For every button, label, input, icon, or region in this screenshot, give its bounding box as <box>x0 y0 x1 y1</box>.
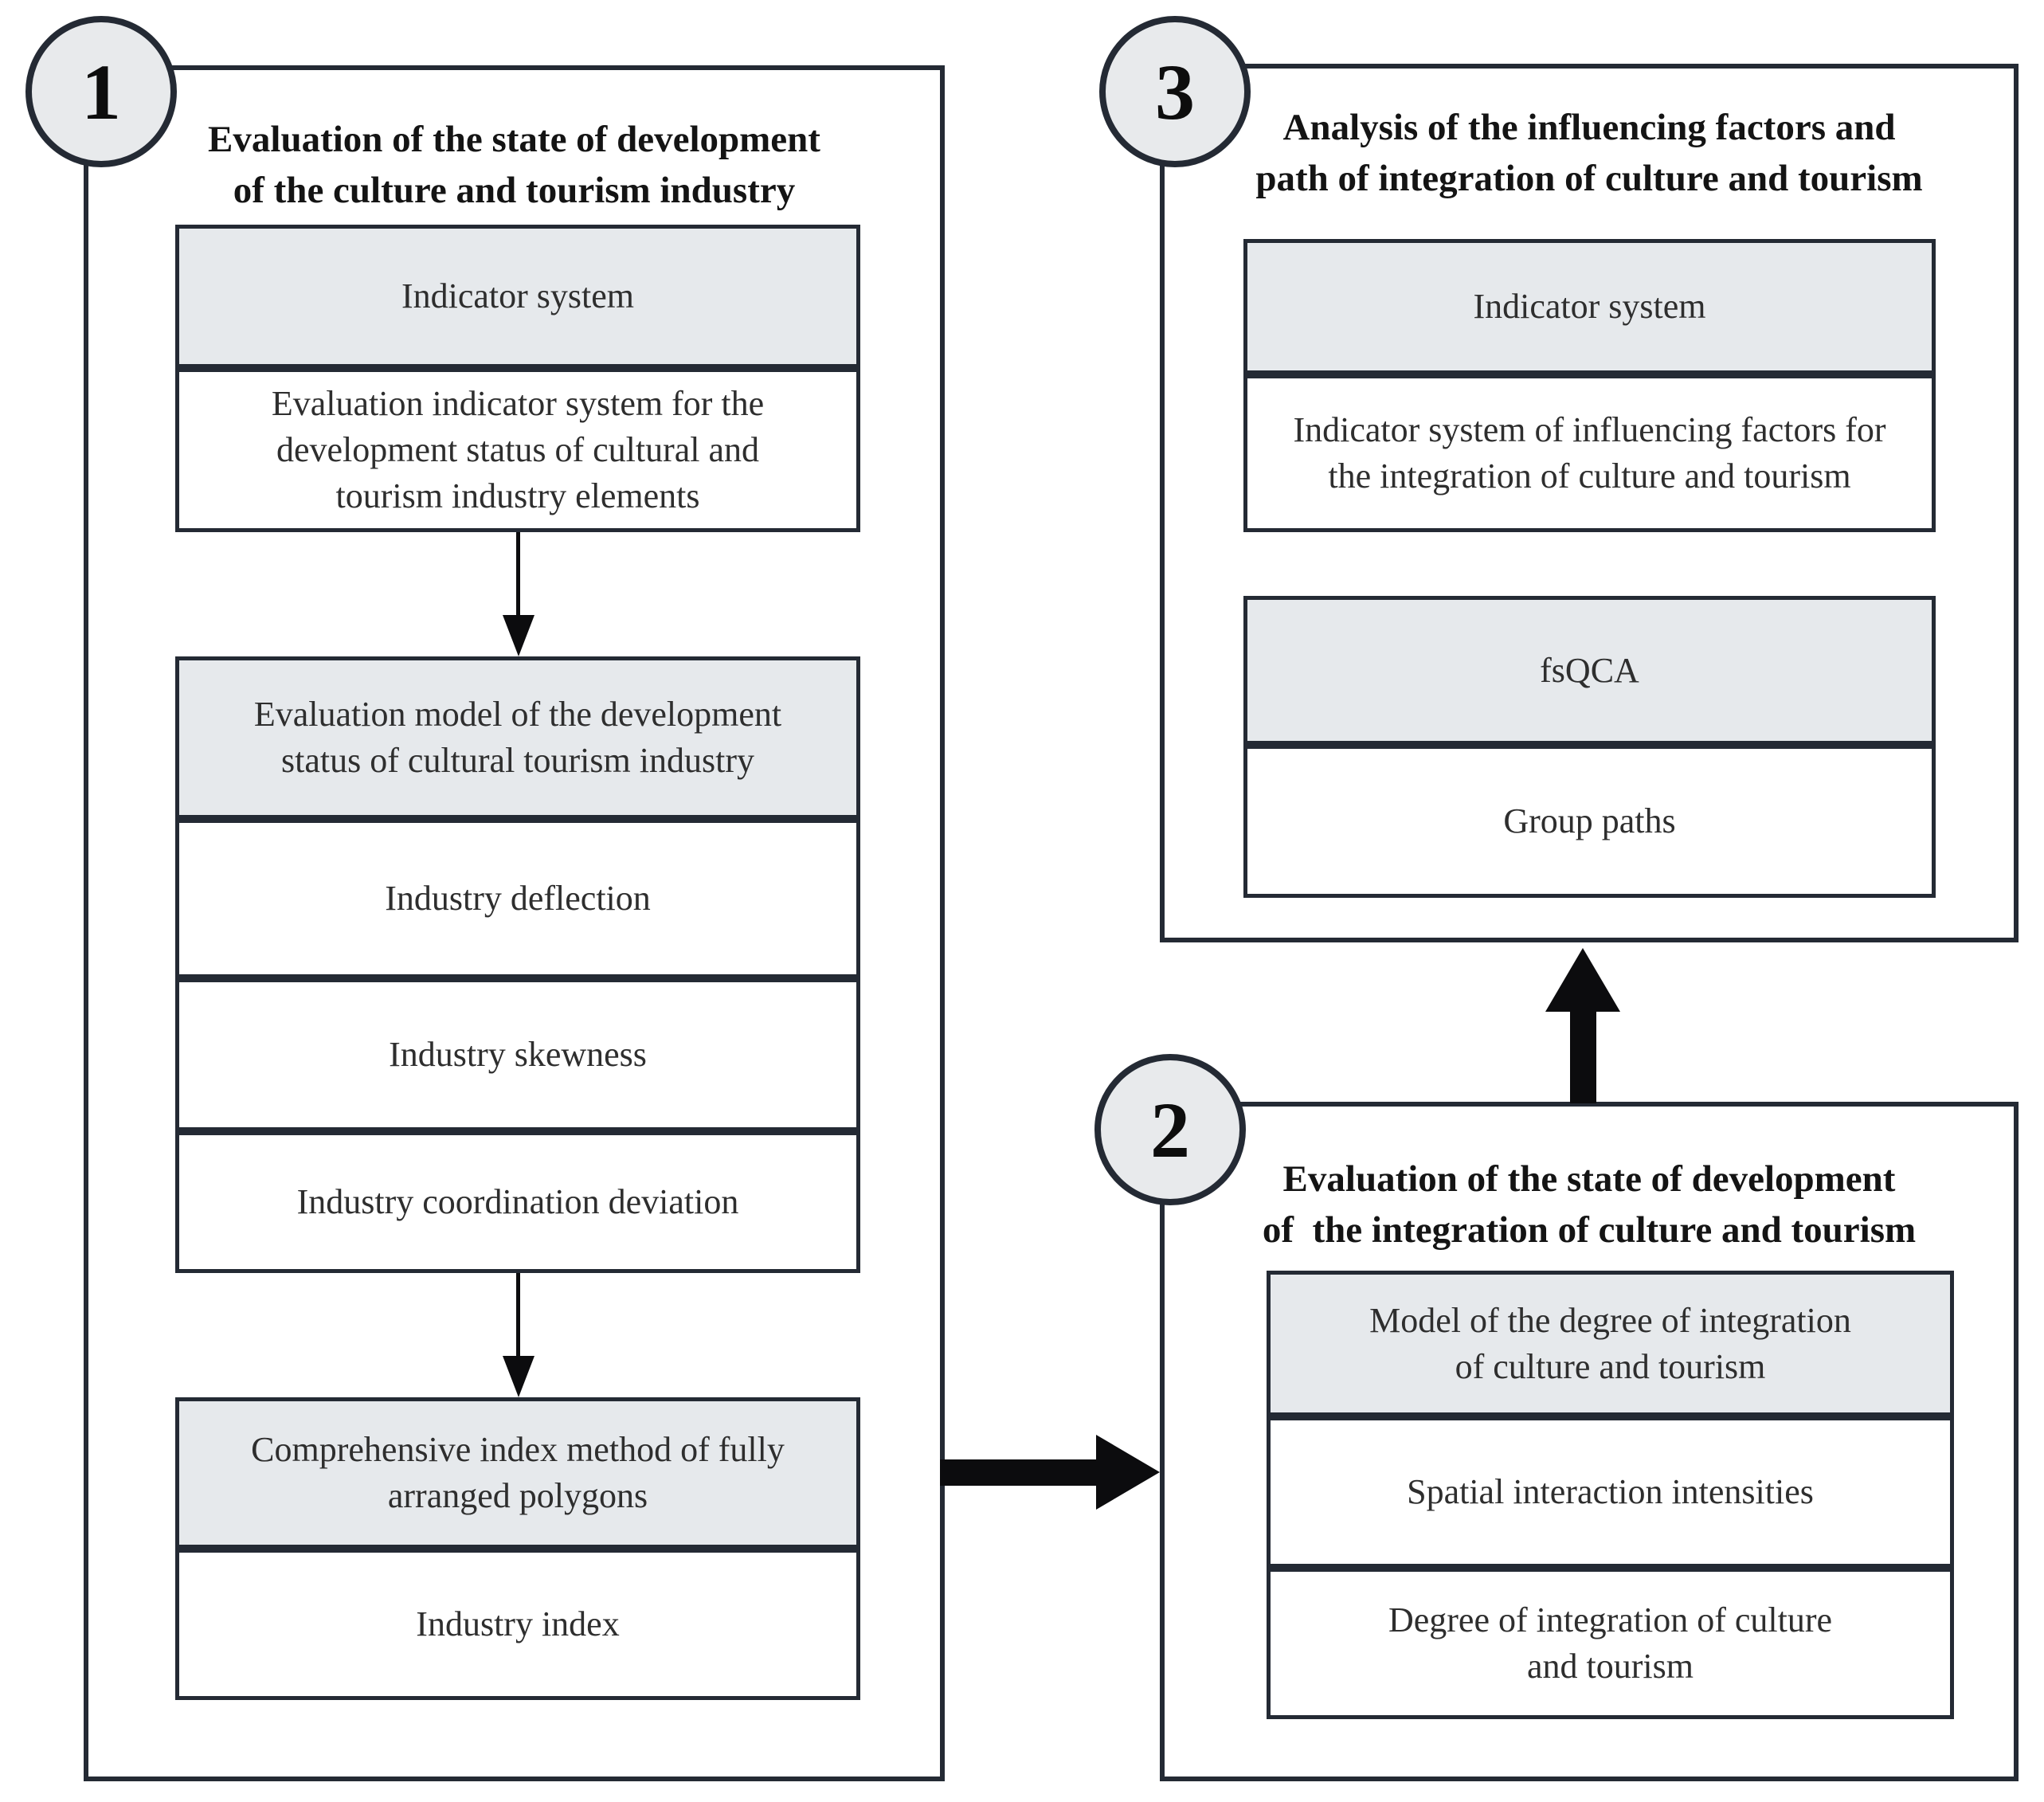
box-text: and tourism <box>1527 1647 1694 1686</box>
panel-2-title-line-2: of the integration of culture and touris… <box>1262 1209 1917 1251</box>
panel-3-title: Analysis of the influencing factors and … <box>1160 102 2019 204</box>
step-3-badge: 3 <box>1099 16 1251 167</box>
box-text: Evaluation indicator system for the <box>271 384 765 423</box>
box-text: status of cultural tourism industry <box>281 741 754 780</box>
box-text: Indicator system of influencing factors … <box>1293 410 1886 449</box>
box-text: Spatial interaction intensities <box>1407 1472 1814 1511</box>
panel-3-title-line-2: path of integration of culture and touri… <box>1255 158 1923 199</box>
box-text: Industry skewness <box>389 1035 647 1074</box>
panel-2-title-line-1: Evaluation of the state of development <box>1282 1158 1896 1200</box>
box-industry-deflection: Industry deflection <box>175 819 860 978</box>
box-text: Industry index <box>416 1604 620 1643</box>
right-arrow-head-icon <box>1096 1435 1160 1510</box>
box-group-paths: Group paths <box>1243 745 1936 898</box>
box-text: Degree of integration of culture <box>1388 1600 1833 1639</box>
box-indicator-system-3: Indicator system <box>1243 239 1936 374</box>
right-arrow-icon <box>940 1459 1098 1486</box>
box-text: Indicator system <box>1473 287 1706 326</box>
box-text: development status of cultural and <box>276 430 760 469</box>
box-text: Group paths <box>1503 801 1676 840</box>
down-arrow-head-icon <box>503 615 534 656</box>
step-2-badge: 2 <box>1094 1054 1246 1205</box>
box-text: arranged polygons <box>387 1476 648 1515</box>
box-degree-of-integration: Degree of integration of culture and tou… <box>1267 1568 1954 1719</box>
down-arrow-icon <box>516 1273 520 1359</box>
panel-1-title-line-2: of the culture and tourism industry <box>233 170 796 211</box>
up-arrow-icon <box>1570 1010 1596 1103</box>
box-indicator-system-1: Indicator system <box>175 225 860 368</box>
box-integration-degree-model: Model of the degree of integration of cu… <box>1267 1271 1954 1416</box>
box-influencing-factors-indicator-system: Indicator system of influencing factors … <box>1243 374 1936 532</box>
box-text: Industry deflection <box>385 879 651 918</box>
box-evaluation-model: Evaluation model of the development stat… <box>175 656 860 819</box>
box-industry-coordination-deviation: Industry coordination deviation <box>175 1131 860 1273</box>
step-1-badge: 1 <box>25 16 177 167</box>
box-comprehensive-index-method: Comprehensive index method of fully arra… <box>175 1397 860 1549</box>
box-text: the integration of culture and tourism <box>1328 456 1851 496</box>
box-text: Evaluation model of the development <box>253 695 782 734</box>
box-text: fsQCA <box>1540 650 1639 690</box>
box-text: Industry coordination deviation <box>296 1182 739 1221</box>
down-arrow-head-icon <box>503 1356 534 1397</box>
panel-2-title: Evaluation of the state of development o… <box>1160 1154 2019 1256</box>
box-industry-index: Industry index <box>175 1549 860 1700</box>
step-number: 3 <box>1155 47 1195 136</box>
box-text: of culture and tourism <box>1455 1346 1766 1386</box>
panel-1-title: Evaluation of the state of development o… <box>84 114 945 216</box>
panel-1-title-line-1: Evaluation of the state of development <box>208 119 820 160</box>
box-evaluation-indicator-system: Evaluation indicator system for the deve… <box>175 368 860 532</box>
panel-3-title-line-1: Analysis of the influencing factors and <box>1282 107 1896 148</box>
box-fsqca: fsQCA <box>1243 596 1936 745</box>
box-spatial-interaction-intensities: Spatial interaction intensities <box>1267 1416 1954 1568</box>
down-arrow-icon <box>516 532 520 620</box>
box-text: Model of the degree of integration <box>1369 1300 1851 1340</box>
step-number: 2 <box>1150 1085 1190 1174</box>
up-arrow-head-icon <box>1545 948 1620 1012</box>
step-number: 1 <box>81 47 121 136</box>
box-text: tourism industry elements <box>335 476 700 515</box>
box-industry-skewness: Industry skewness <box>175 978 860 1131</box>
box-text: Indicator system <box>401 276 635 315</box>
box-text: Comprehensive index method of fully <box>251 1430 785 1469</box>
